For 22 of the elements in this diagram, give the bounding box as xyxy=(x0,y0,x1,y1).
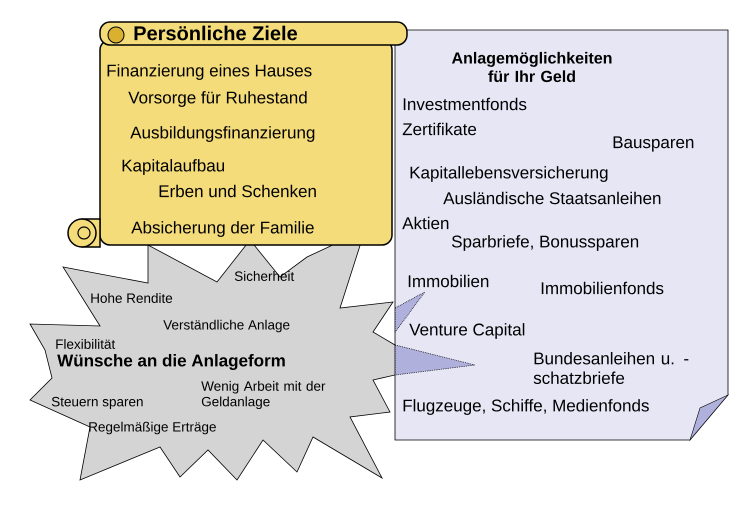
option-text: Immobilien xyxy=(408,274,488,288)
option-text: Investmentfonds xyxy=(404,98,526,110)
option-text: Flugzeuge, Schiffe, Medienfonds xyxy=(404,399,649,415)
wish-text: Regelmäßige Erträge xyxy=(89,422,216,434)
wish-text: Flexibilität xyxy=(56,339,116,349)
option-text: Sparbriefe, Bonussparen xyxy=(452,235,638,251)
wish-text: Verständliche Anlage xyxy=(163,320,290,332)
option-text: Zertifikate xyxy=(402,122,476,136)
option-text: Aktien xyxy=(402,216,448,230)
wish-text: Sicherheit xyxy=(234,271,294,281)
wish-text: Hohe Rendite xyxy=(91,293,172,303)
option-text: Immobilienfonds xyxy=(542,282,664,294)
wish-text: Steuern sparen xyxy=(52,396,143,410)
option-text: Venture Capital xyxy=(409,323,524,339)
wish-text: Wenig Arbeit mit der Geldanlage xyxy=(201,380,326,410)
starburst-heading: Wünsche an die Anlageform xyxy=(57,354,285,370)
scroll-heading: Persönliche Ziele xyxy=(134,26,298,40)
option-text: Kapitallebensversicherung xyxy=(410,166,608,182)
option-text: Ausländische Staatsanleihen xyxy=(443,192,660,204)
option-text: Bausparen xyxy=(614,136,694,152)
sheet-heading: Anlagemöglichkeiten für Ihr Geld xyxy=(452,52,612,82)
option-text: Bundesanleihen u. -schatzbriefe xyxy=(534,352,688,384)
